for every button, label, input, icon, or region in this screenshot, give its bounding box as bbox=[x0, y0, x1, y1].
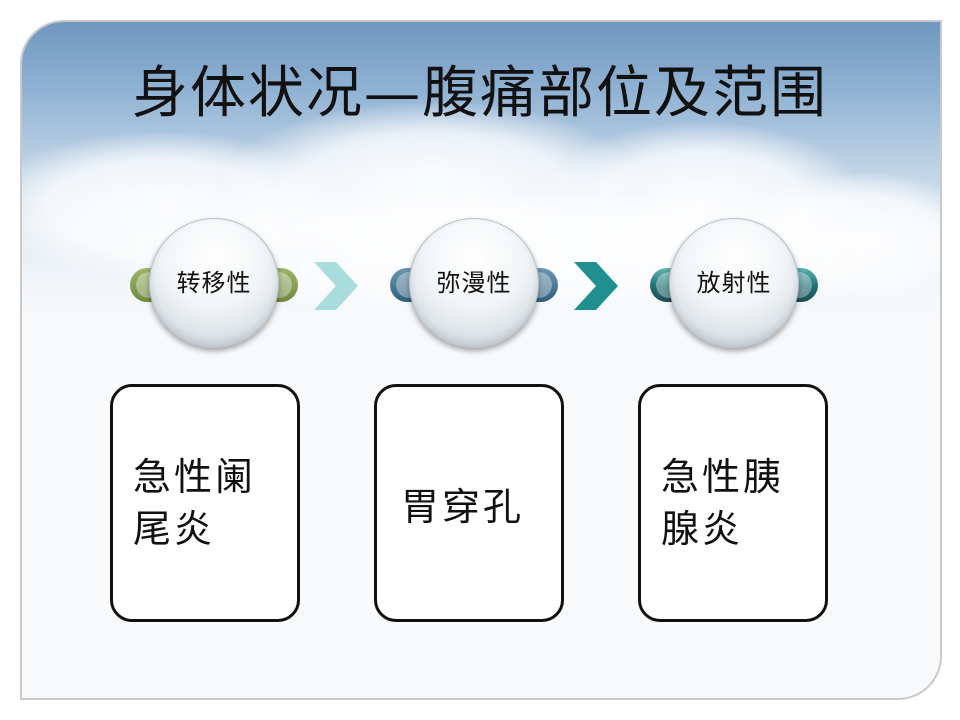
chevron-right-icon bbox=[574, 262, 618, 310]
process-step-3: 放射性 bbox=[650, 214, 820, 354]
step-3-label: 放射性 bbox=[696, 269, 772, 297]
process-step-2: 弥漫性 bbox=[390, 214, 560, 354]
slide-title: 身体状况—腹痛部位及范围 bbox=[132, 61, 828, 126]
card-3-line-1: 急性胰 bbox=[661, 455, 785, 499]
step-2-circle bbox=[409, 218, 539, 348]
step-3-circle bbox=[669, 218, 799, 348]
step-1-label: 转移性 bbox=[176, 269, 252, 297]
card-1-line-1: 急性阑 bbox=[133, 455, 257, 499]
card-1-text: 急性阑 尾炎 bbox=[133, 451, 256, 555]
card-3-line-2: 腺炎 bbox=[661, 507, 744, 551]
step-1-circle bbox=[149, 218, 279, 348]
example-card-2: 胃穿孔 bbox=[374, 384, 564, 622]
card-2-line-1: 胃穿孔 bbox=[401, 485, 525, 529]
example-card-3: 急性胰 腺炎 bbox=[638, 384, 828, 622]
card-2-text: 胃穿孔 bbox=[401, 481, 524, 533]
step-2-label: 弥漫性 bbox=[436, 269, 512, 297]
chevron-right-icon bbox=[314, 262, 358, 310]
process-step-1: 转移性 bbox=[130, 214, 300, 354]
example-card-1: 急性阑 尾炎 bbox=[110, 384, 300, 622]
card-1-line-2: 尾炎 bbox=[133, 507, 216, 551]
card-3-text: 急性胰 腺炎 bbox=[661, 451, 784, 555]
